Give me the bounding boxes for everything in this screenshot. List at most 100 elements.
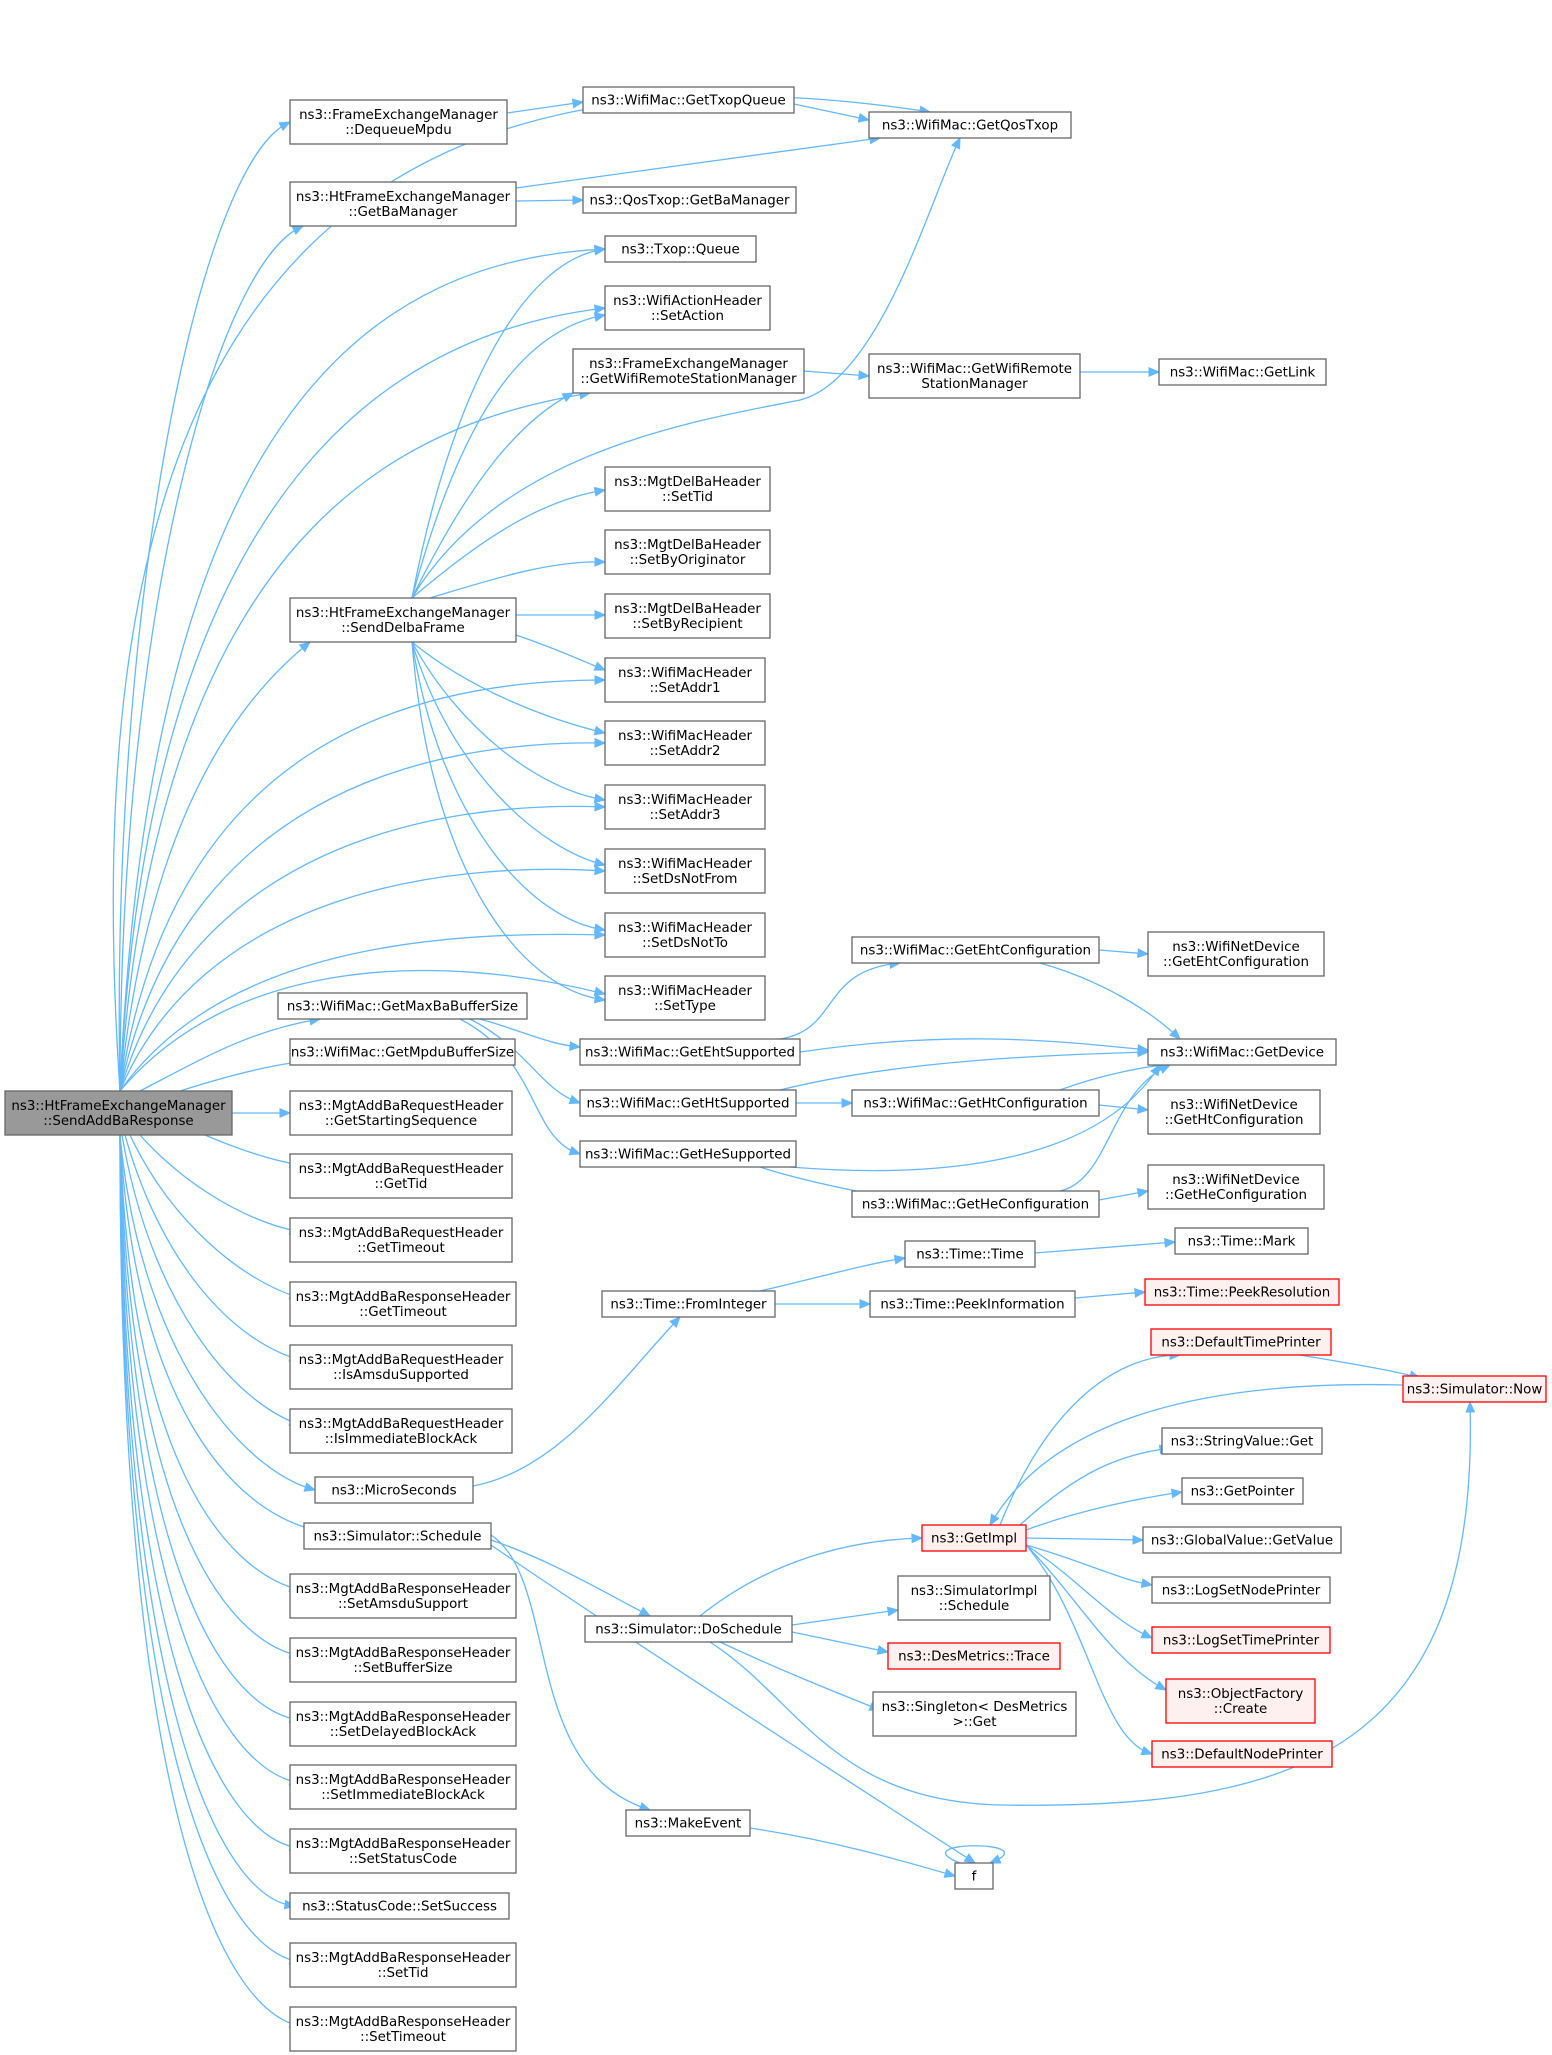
node-respsetdelayed[interactable]: ns3::MgtAddBaResponseHeader::SetDelayedB…: [289, 1701, 517, 1747]
node-simschedule[interactable]: ns3::Simulator::Schedule: [303, 1522, 492, 1550]
node-desmetrics-box[interactable]: [887, 1642, 1061, 1670]
node-reqgetstart-box[interactable]: [289, 1090, 513, 1136]
node-desmetrics[interactable]: ns3::DesMetrics::Trace: [887, 1642, 1061, 1670]
node-simnow-box[interactable]: [1402, 1375, 1547, 1403]
node-respsettimeout[interactable]: ns3::MgtAddBaResponseHeader::SetTimeout: [289, 2006, 517, 2052]
node-microseconds-box[interactable]: [314, 1476, 474, 1504]
node-dequeue[interactable]: ns3::FrameExchangeManager::DequeueMpdu: [289, 99, 508, 145]
node-setdsnotto-box[interactable]: [604, 912, 766, 958]
node-ndevgetht[interactable]: ns3::WifiNetDevice::GetHtConfiguration: [1147, 1089, 1321, 1135]
node-singleton[interactable]: ns3::Singleton< DesMetrics>::Get: [872, 1691, 1077, 1737]
node-getehtconfig-box[interactable]: [851, 936, 1100, 964]
node-timemark[interactable]: ns3::Time::Mark: [1174, 1227, 1309, 1255]
node-root[interactable]: ns3::HtFrameExchangeManager::SendAddBaRe…: [4, 1090, 233, 1136]
node-setaction-box[interactable]: [604, 285, 771, 331]
node-getehtsup-box[interactable]: [579, 1038, 801, 1066]
node-setdsnotfrom-box[interactable]: [604, 848, 766, 894]
node-microseconds[interactable]: ns3::MicroSeconds: [314, 1476, 474, 1504]
node-setdsnotfrom[interactable]: ns3::WifiMacHeader::SetDsNotFrom: [604, 848, 766, 894]
node-singleton-box[interactable]: [872, 1691, 1077, 1737]
node-gethtsup-box[interactable]: [579, 1089, 797, 1117]
node-fgetwrsm[interactable]: ns3::FrameExchangeManager::GetWifiRemote…: [572, 348, 805, 394]
node-gethecfg[interactable]: ns3::WifiMac::GetHeConfiguration: [851, 1190, 1100, 1218]
node-setdsnotto[interactable]: ns3::WifiMacHeader::SetDsNotTo: [604, 912, 766, 958]
node-ffunc-box[interactable]: [954, 1862, 994, 1890]
node-gethesup[interactable]: ns3::WifiMac::GetHeSupported: [579, 1140, 797, 1168]
node-getehtsup[interactable]: ns3::WifiMac::GetEhtSupported: [579, 1038, 801, 1066]
node-logsettime-box[interactable]: [1151, 1626, 1331, 1654]
node-delsetrecip-box[interactable]: [604, 593, 771, 639]
node-dequeue-box[interactable]: [289, 99, 508, 145]
node-getmaxba[interactable]: ns3::WifiMac::GetMaxBaBufferSize: [277, 992, 528, 1020]
node-setaddr1-box[interactable]: [604, 657, 766, 703]
node-qosgetbamgr[interactable]: ns3::QosTxop::GetBaManager: [582, 186, 797, 214]
node-gethecfg-box[interactable]: [851, 1190, 1100, 1218]
node-statussuccess-box[interactable]: [289, 1892, 510, 1920]
node-senddelba-box[interactable]: [289, 597, 517, 643]
node-objfactory[interactable]: ns3::ObjectFactory::Create: [1165, 1678, 1316, 1724]
node-reqgettid[interactable]: ns3::MgtAddBaRequestHeader::GetTid: [289, 1153, 513, 1199]
node-setaddr2-box[interactable]: [604, 720, 766, 766]
node-reqisimm[interactable]: ns3::MgtAddBaRequestHeader::IsImmediateB…: [289, 1408, 513, 1454]
node-getdevice-box[interactable]: [1147, 1038, 1337, 1066]
node-timetime-box[interactable]: [904, 1240, 1036, 1268]
node-ndevgethe[interactable]: ns3::WifiNetDevice::GetHeConfiguration: [1147, 1164, 1325, 1210]
node-reqgettimeout[interactable]: ns3::MgtAddBaRequestHeader::GetTimeout: [289, 1217, 513, 1263]
node-deftimeprinter[interactable]: ns3::DefaultTimePrinter: [1150, 1328, 1332, 1356]
node-simnow[interactable]: ns3::Simulator::Now: [1402, 1375, 1547, 1403]
node-txopqueue-box[interactable]: [604, 235, 757, 263]
node-reqgettimeout-box[interactable]: [289, 1217, 513, 1263]
node-root-box[interactable]: [4, 1090, 233, 1136]
node-globalgetvalue-box[interactable]: [1142, 1526, 1342, 1554]
node-respsetimm[interactable]: ns3::MgtAddBaResponseHeader::SetImmediat…: [289, 1764, 517, 1810]
node-settype-box[interactable]: [604, 975, 766, 1021]
node-delsetorig[interactable]: ns3::MgtDelBaHeader::SetByOriginator: [604, 529, 771, 575]
node-delsetrecip[interactable]: ns3::MgtDelBaHeader::SetByRecipient: [604, 593, 771, 639]
node-ndevgetht-box[interactable]: [1147, 1089, 1321, 1135]
node-respsetstatus[interactable]: ns3::MgtAddBaResponseHeader::SetStatusCo…: [289, 1828, 517, 1874]
node-reqgettid-box[interactable]: [289, 1153, 513, 1199]
node-getimpl-box[interactable]: [921, 1524, 1027, 1552]
node-getqostxop[interactable]: ns3::WifiMac::GetQosTxop: [868, 111, 1072, 139]
node-respsetbuf-box[interactable]: [289, 1637, 517, 1683]
node-getehtconfig[interactable]: ns3::WifiMac::GetEhtConfiguration: [851, 936, 1100, 964]
node-getbamgr-box[interactable]: [289, 181, 517, 227]
node-respsetdelayed-box[interactable]: [289, 1701, 517, 1747]
node-gethtconfig-box[interactable]: [851, 1089, 1100, 1117]
node-getimpl[interactable]: ns3::GetImpl: [921, 1524, 1027, 1552]
node-getpointer-box[interactable]: [1181, 1477, 1304, 1505]
node-setaddr3[interactable]: ns3::WifiMacHeader::SetAddr3: [604, 784, 766, 830]
node-delsetorig-box[interactable]: [604, 529, 771, 575]
node-reqisamsdu[interactable]: ns3::MgtAddBaRequestHeader::IsAmsduSuppo…: [289, 1344, 513, 1390]
node-peekinfo[interactable]: ns3::Time::PeekInformation: [869, 1290, 1076, 1318]
node-ffunc[interactable]: f: [954, 1862, 994, 1890]
node-peekres-box[interactable]: [1144, 1278, 1340, 1306]
node-gethesup-box[interactable]: [579, 1140, 797, 1168]
node-respsettimeout-box[interactable]: [289, 2006, 517, 2052]
node-objfactory-box[interactable]: [1165, 1678, 1316, 1724]
node-getlink-box[interactable]: [1158, 358, 1327, 386]
node-respsetamsdu[interactable]: ns3::MgtAddBaResponseHeader::SetAmsduSup…: [289, 1573, 517, 1619]
node-respsetimm-box[interactable]: [289, 1764, 517, 1810]
node-delsettid[interactable]: ns3::MgtDelBaHeader::SetTid: [604, 466, 771, 512]
node-strget-box[interactable]: [1161, 1427, 1323, 1455]
node-getmpdubuf-box[interactable]: [289, 1038, 516, 1066]
node-ndevgethe-box[interactable]: [1147, 1164, 1325, 1210]
node-simdoschedule[interactable]: ns3::Simulator::DoSchedule: [584, 1615, 793, 1643]
node-gettxopq-box[interactable]: [582, 86, 795, 114]
node-settype[interactable]: ns3::WifiMacHeader::SetType: [604, 975, 766, 1021]
node-gethtconfig[interactable]: ns3::WifiMac::GetHtConfiguration: [851, 1089, 1100, 1117]
node-logsettime[interactable]: ns3::LogSetTimePrinter: [1151, 1626, 1331, 1654]
node-defnodeprinter-box[interactable]: [1151, 1740, 1333, 1768]
node-delsettid-box[interactable]: [604, 466, 771, 512]
node-getqostxop-box[interactable]: [868, 111, 1072, 139]
node-frominteger[interactable]: ns3::Time::FromInteger: [601, 1290, 776, 1318]
node-frominteger-box[interactable]: [601, 1290, 776, 1318]
node-globalgetvalue[interactable]: ns3::GlobalValue::GetValue: [1142, 1526, 1342, 1554]
node-makeevent-box[interactable]: [625, 1809, 751, 1837]
node-senddelba[interactable]: ns3::HtFrameExchangeManager::SendDelbaFr…: [289, 597, 517, 643]
node-simdoschedule-box[interactable]: [584, 1615, 793, 1643]
node-getpointer[interactable]: ns3::GetPointer: [1181, 1477, 1304, 1505]
node-getmaxba-box[interactable]: [277, 992, 528, 1020]
node-respsettid-box[interactable]: [289, 1942, 517, 1988]
